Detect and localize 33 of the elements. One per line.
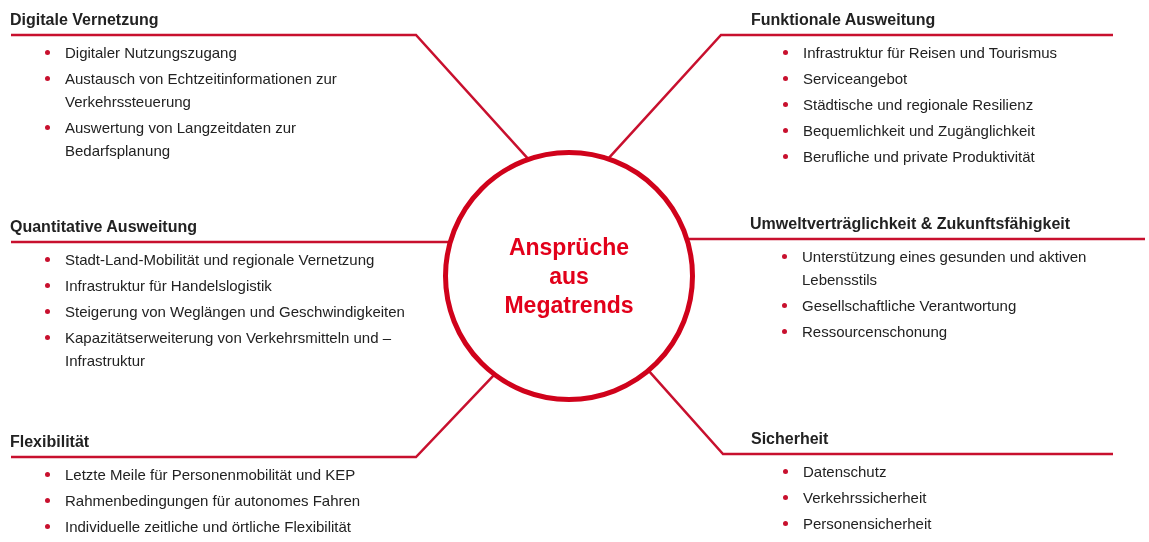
connector-line bbox=[11, 33, 530, 160]
list-item: Personensicherheit bbox=[803, 514, 933, 534]
list-item: Stadt-Land-Mobilität und regionale Vernetzung bbox=[65, 250, 376, 270]
section-heading: Digitale Vernetzung bbox=[10, 10, 160, 30]
list-item: Letzte Meile für Personenmobilität und KEP bbox=[65, 465, 357, 485]
list-item: Infrastruktur für Handelslogistik bbox=[65, 276, 273, 296]
circle-label: Ansprüche aus Megatrends bbox=[503, 232, 635, 320]
list-item: Steigerung von Weglängen und Geschwindigkeiten bbox=[65, 302, 406, 322]
list-item: Datenschutz bbox=[803, 462, 888, 482]
connector-line bbox=[11, 374, 496, 459]
section-heading: Funktionale Ausweitung bbox=[750, 10, 937, 30]
list-item: Unterstützung eines gesunden und aktiven Lebensstils bbox=[802, 247, 1088, 290]
section-heading: Umweltverträglichkeit & Zukunftsfähigkeit bbox=[749, 214, 1072, 234]
list-item: Bequemlichkeit und Zugänglichkeit bbox=[803, 121, 1036, 141]
connector-line bbox=[647, 370, 1115, 456]
section-heading: Sicherheit bbox=[750, 429, 830, 449]
list-item: Gesellschaftliche Verantwortung bbox=[802, 296, 1018, 316]
section-heading: Quantitative Ausweitung bbox=[10, 217, 198, 237]
list-item: Digitaler Nutzungszugang bbox=[65, 43, 238, 63]
list-item: Austausch von Echtzeitinformationen zur Verkehrssteuerung bbox=[65, 69, 338, 112]
list-item: Infrastruktur für Reisen und Tourismus bbox=[803, 43, 1058, 63]
list-item: Rahmenbedingungen für autonomes Fahren bbox=[65, 491, 362, 511]
connector-line bbox=[11, 240, 450, 244]
list-item: Serviceangebot bbox=[803, 69, 909, 89]
section-heading: Flexibilität bbox=[10, 432, 91, 452]
list-item: Kapazitätserweiterung von Verkehrsmitteln und –Infrastruktur bbox=[65, 328, 392, 371]
list-item: Städtische und regionale Resilienz bbox=[803, 95, 1035, 115]
connector-line bbox=[607, 33, 1113, 160]
list-item: Auswertung von Langzeitdaten zur Bedarfsplanung bbox=[65, 118, 297, 161]
list-item: Ressourcenschonung bbox=[802, 322, 949, 342]
list-item: Berufliche und private Produktivität bbox=[803, 147, 1036, 167]
list-item: Verkehrssicherheit bbox=[803, 488, 928, 508]
list-item: Individuelle zeitliche und örtliche Flexibilität bbox=[65, 517, 352, 537]
